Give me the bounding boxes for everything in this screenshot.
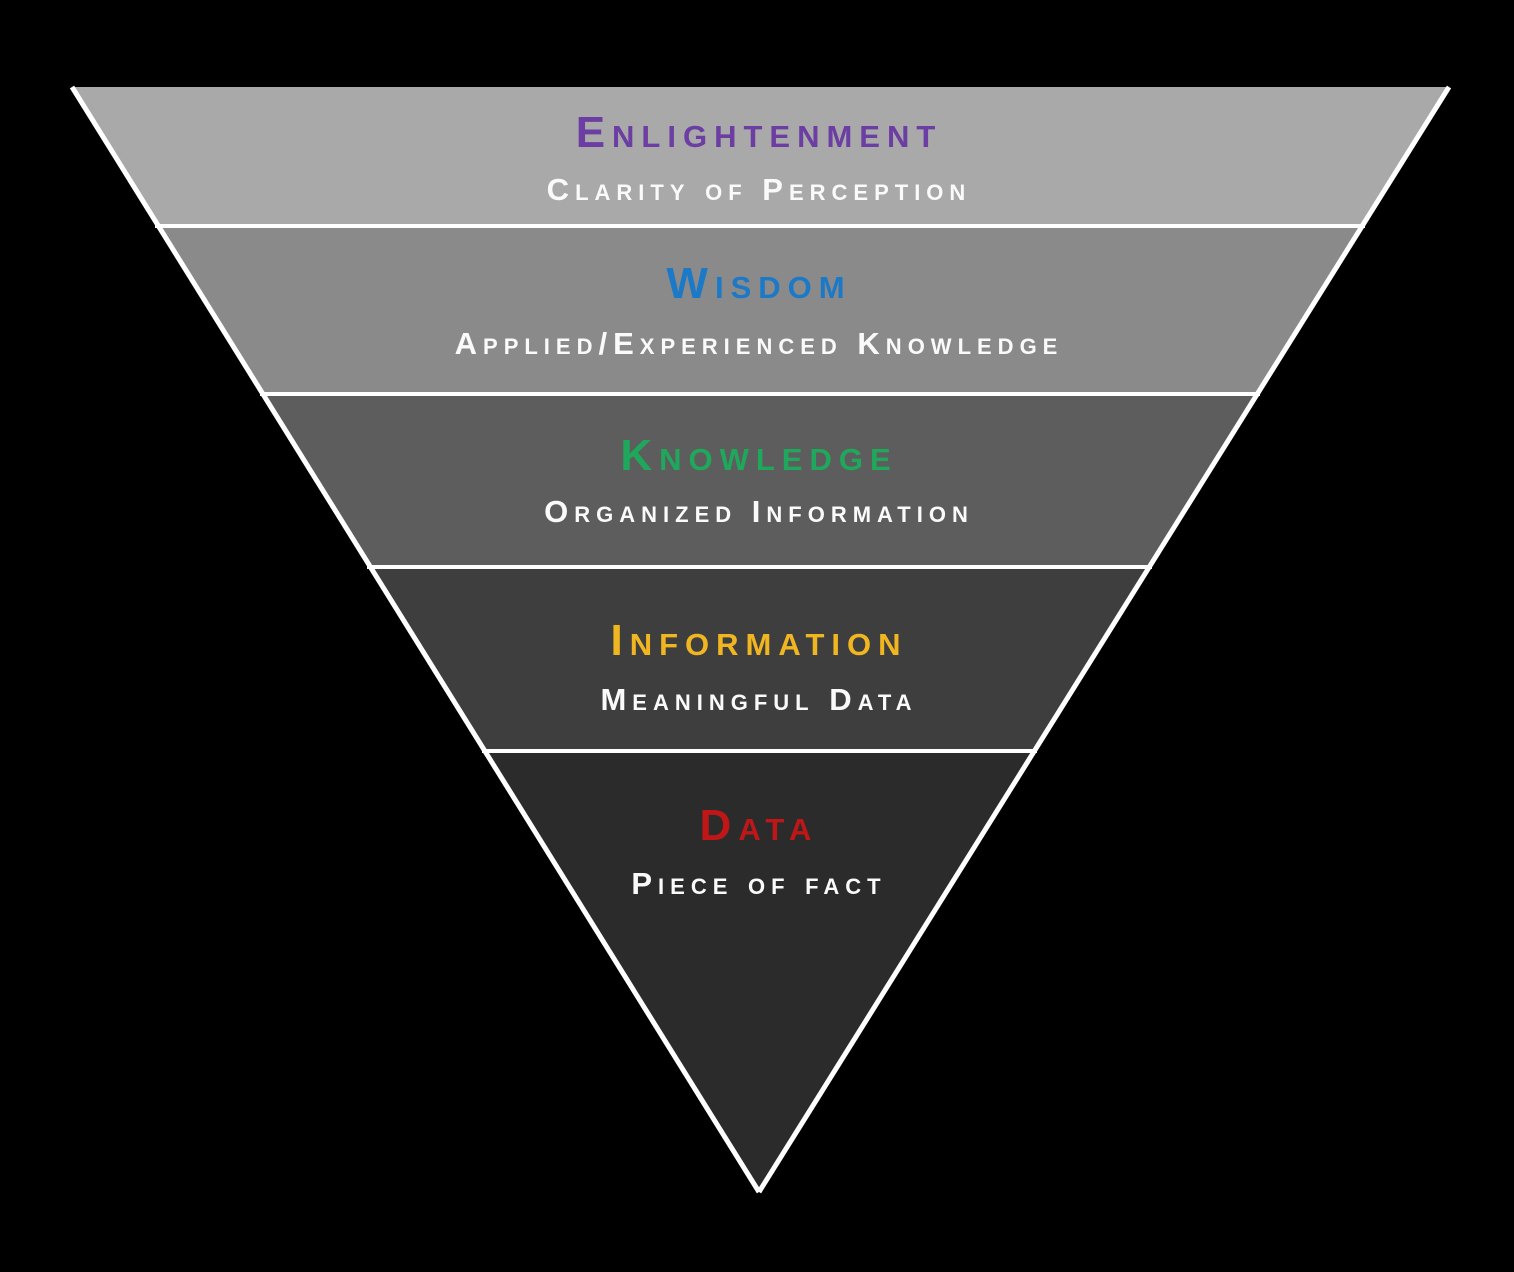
- data-band: [485, 751, 1034, 1192]
- information-title: Information: [610, 616, 908, 665]
- data-subtitle: Piece of fact: [631, 866, 887, 901]
- knowledge-title: Knowledge: [620, 431, 898, 480]
- information-band: [370, 567, 1149, 751]
- wisdom-subtitle: Applied/Experienced Knowledge: [454, 326, 1064, 361]
- information-subtitle: Meaningful Data: [600, 682, 918, 717]
- knowledge-band: [263, 394, 1257, 567]
- enlightenment-subtitle: Clarity of Perception: [546, 172, 972, 207]
- enlightenment-title: Enlightenment: [575, 108, 943, 157]
- data-title: Data: [699, 801, 819, 850]
- knowledge-subtitle: Organized Information: [544, 494, 974, 529]
- pyramid-left-edge: [69, 85, 762, 1194]
- wisdom-band: [158, 226, 1362, 394]
- wisdom-title: Wisdom: [666, 259, 852, 308]
- pyramid-right-edge: [756, 85, 1452, 1194]
- enlightenment-band: [72, 87, 1449, 226]
